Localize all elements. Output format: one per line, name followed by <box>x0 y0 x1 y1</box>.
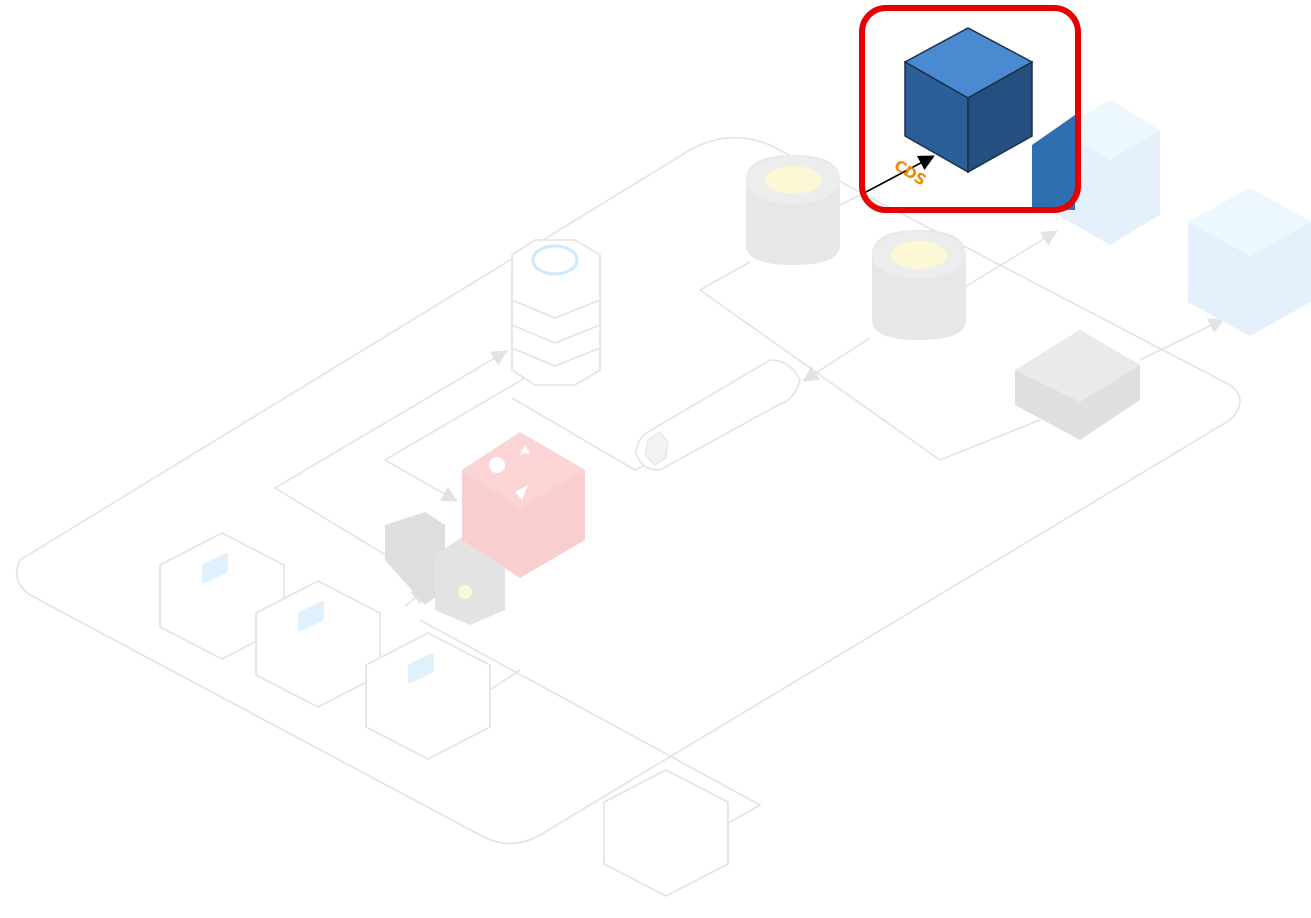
highlighted-region: CDS <box>859 5 1081 213</box>
hexagon-node-icon <box>255 580 381 708</box>
gray-block-icon <box>1015 330 1140 440</box>
hexagon-node-icon <box>603 769 729 897</box>
outer-container-outline <box>15 136 1241 845</box>
database-icon <box>872 230 966 340</box>
cube-icon <box>1032 115 1075 210</box>
faded-background-layer <box>15 100 1311 897</box>
pipe-icon <box>635 359 801 471</box>
connection-lines <box>274 189 1225 826</box>
database-icon <box>511 239 601 386</box>
highlight-box <box>859 5 1081 213</box>
cube-icon <box>1058 100 1160 245</box>
cube-icon <box>903 27 1034 174</box>
database-icon <box>746 155 840 265</box>
hexagon-node-icon <box>159 532 285 660</box>
cds-arrow <box>865 155 935 193</box>
cube-icon <box>1188 188 1311 336</box>
hexagon-node-icon <box>365 632 491 760</box>
redis-stack-icon <box>462 432 585 578</box>
gear-block-icon <box>385 512 505 625</box>
